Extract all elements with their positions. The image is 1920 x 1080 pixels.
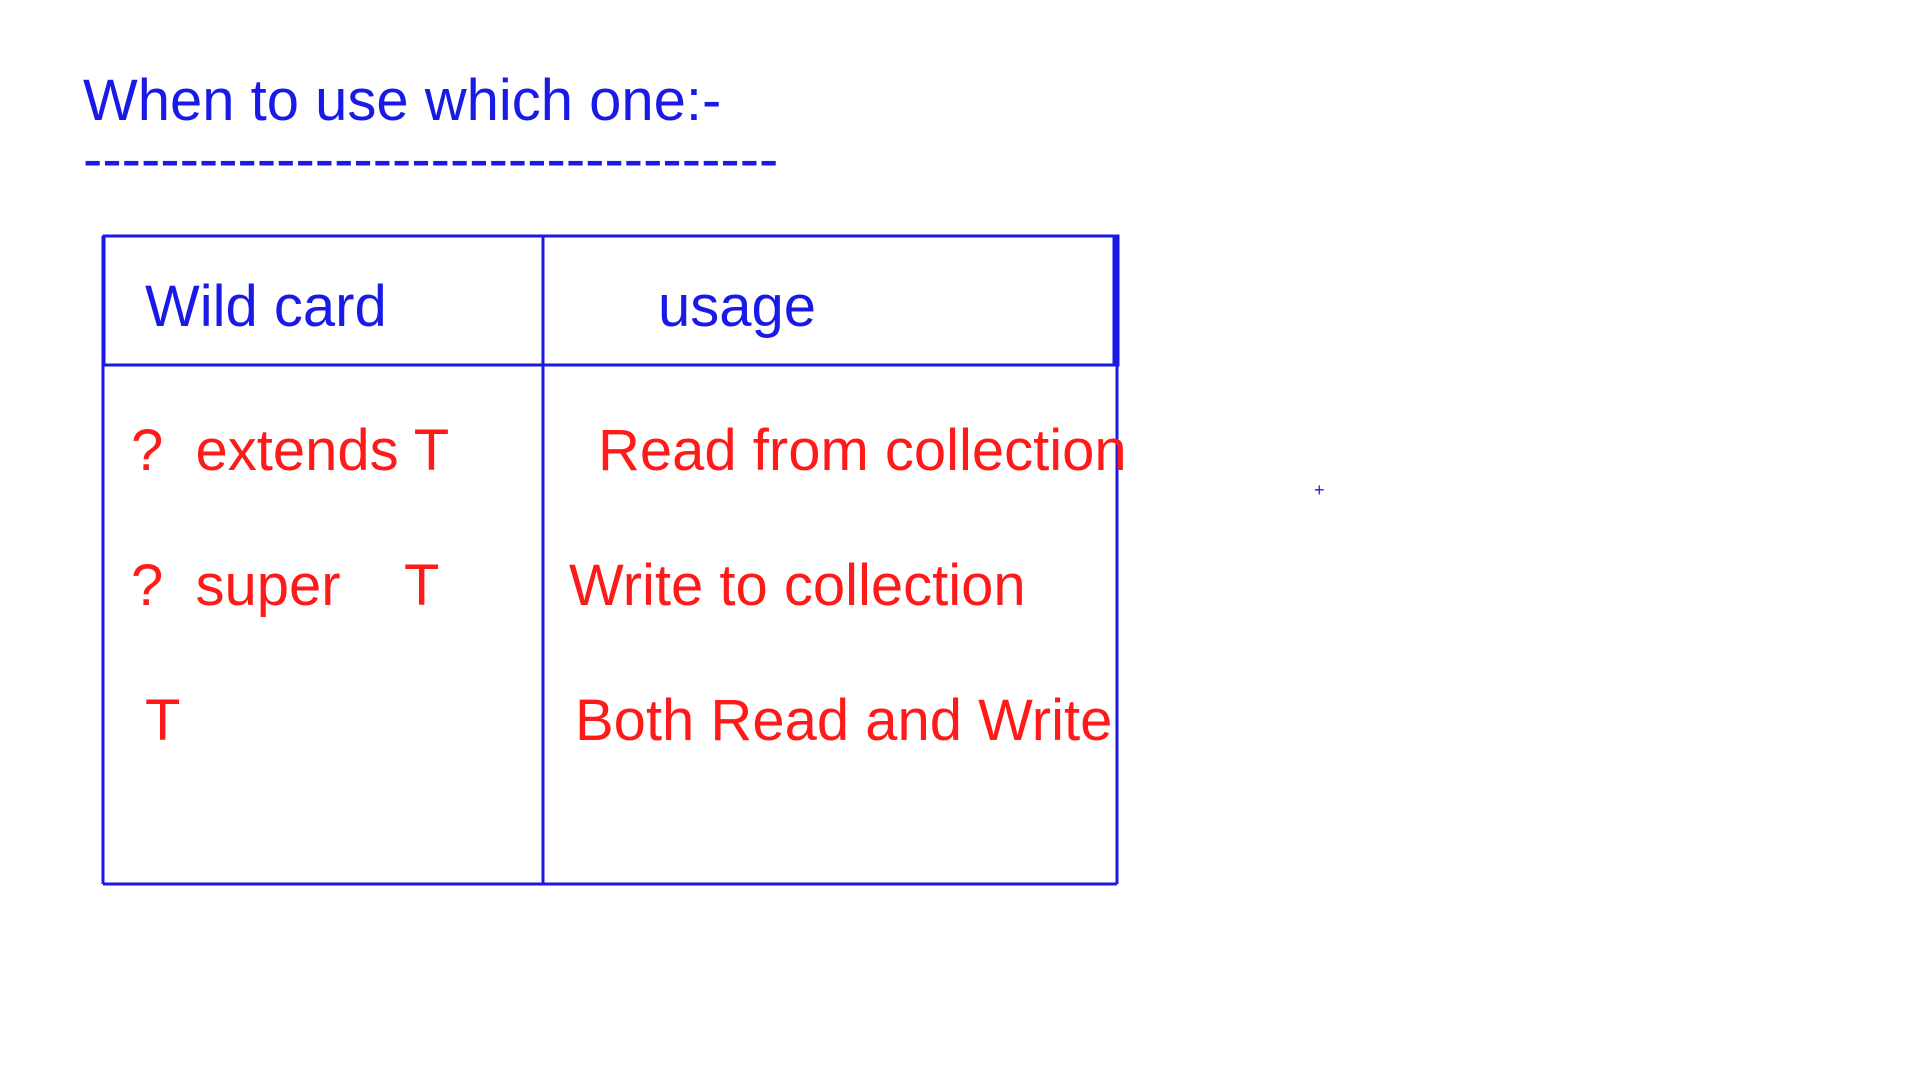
page-title: When to use which one:- — [83, 68, 722, 133]
table-header-usage: usage — [658, 274, 817, 339]
table-cell-wildcard-extends: ? extends T — [131, 418, 450, 483]
crosshair-cursor-icon: + — [1314, 480, 1325, 500]
table-cell-usage-read: Read from collection — [598, 418, 1127, 483]
title-dashed-rule: ------------------------------------ — [83, 140, 779, 180]
table-cell-wildcard-t: T — [145, 688, 181, 753]
table-cell-wildcard-super: ? super T — [131, 553, 440, 618]
table-header-wildcard: Wild card — [145, 274, 387, 339]
table-cell-usage-write: Write to collection — [569, 553, 1026, 618]
table-cell-usage-both: Both Read and Write — [575, 688, 1113, 753]
